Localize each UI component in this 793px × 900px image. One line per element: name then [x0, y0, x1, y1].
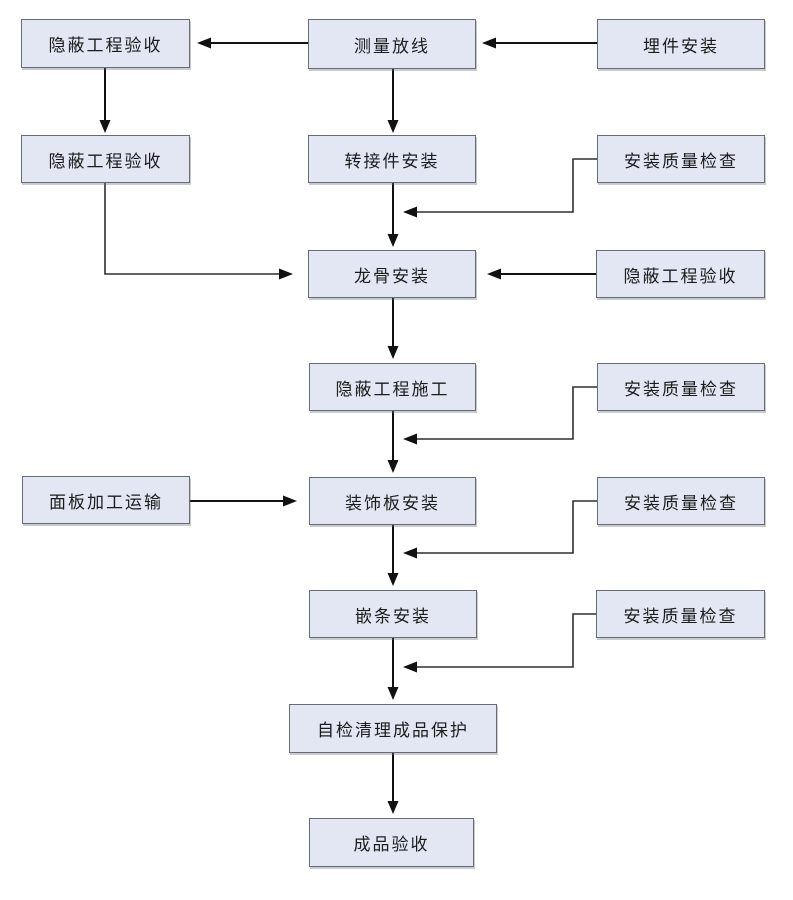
node-hidden-acceptance-top-left: 隐蔽工程验收	[21, 19, 190, 68]
arrow-hidden-acceptance-left-to-keel-install	[104, 183, 293, 280]
node-panel-transport: 面板加工运输	[22, 476, 190, 524]
arrow-survey-to-adapter-install	[387, 69, 399, 133]
node-hidden-acceptance-left: 隐蔽工程验收	[21, 135, 190, 183]
node-quality-check-row6: 安装质量检查	[596, 590, 765, 638]
node-trim-install: 嵌条安装	[309, 590, 477, 638]
node-self-check-cleanup-protection: 自检清理成品保护	[289, 704, 497, 753]
arrow-adapter-install-to-keel-install	[387, 183, 399, 247]
node-quality-check-row4: 安装质量检查	[597, 363, 765, 411]
node-adapter-install: 转接件安装	[308, 135, 476, 183]
arrow-quality-check-row6-elbow	[403, 613, 596, 673]
node-embed-install: 埋件安装	[597, 19, 765, 69]
arrow-panel-install-to-trim-install	[387, 525, 399, 586]
node-panel-install: 装饰板安装	[309, 477, 476, 525]
node-final-acceptance: 成品验收	[309, 818, 474, 867]
arrow-keel-install-to-hidden-works	[387, 298, 399, 359]
node-keel-install: 龙骨安装	[308, 250, 476, 298]
node-survey-layout: 测量放线	[308, 19, 476, 69]
arrow-hidden-works-to-panel-install	[387, 411, 399, 473]
arrow-survey-to-hidden-acceptance-top	[197, 37, 308, 49]
arrow-embed-install-to-survey	[482, 37, 597, 49]
arrow-quality-check-row5-elbow	[403, 500, 597, 559]
arrow-trim-install-to-self-check	[387, 638, 399, 700]
node-hidden-acceptance-row3: 隐蔽工程验收	[596, 250, 765, 298]
node-quality-check-row2: 安装质量检查	[597, 135, 765, 183]
node-hidden-works: 隐蔽工程施工	[309, 363, 476, 411]
arrow-hidden-acceptance-top-down	[99, 68, 111, 133]
arrow-hidden-acceptance-row3-to-keel-install	[487, 268, 596, 280]
arrow-self-check-to-final-acceptance	[387, 753, 399, 814]
arrow-panel-transport-to-panel-install	[190, 495, 297, 507]
node-quality-check-row5: 安装质量检查	[597, 477, 765, 525]
arrow-quality-check-row4-elbow	[403, 386, 597, 445]
arrow-quality-check-row2-elbow	[403, 158, 597, 218]
